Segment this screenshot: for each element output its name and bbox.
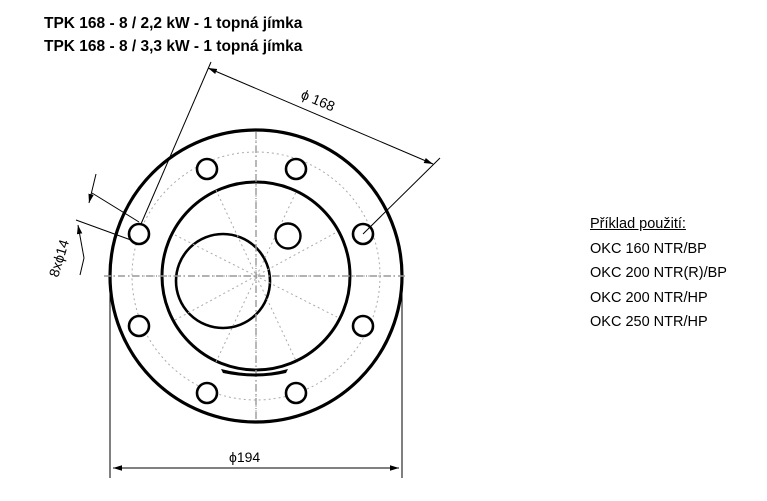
- bolt-hole: [284, 381, 308, 405]
- hole-dimension-label: 8xϕ14: [46, 237, 73, 278]
- hole-dimension: [75, 173, 140, 276]
- center-lines: [104, 132, 408, 420]
- heating-pocket-circle: [174, 232, 272, 330]
- usage-item: OKC 160 NTR/BP: [590, 240, 707, 257]
- usage-item: OKC 250 NTR/HP: [590, 314, 708, 330]
- outer-diameter-dimension-label: ϕ194: [229, 449, 260, 465]
- outer-diameter-dimension: [109, 290, 403, 478]
- usage-item: OKC 200 NTR/HP: [590, 289, 708, 306]
- bolt-hole: [195, 157, 219, 181]
- bolt-circle-dimension: [140, 61, 441, 235]
- sensor-hole: [274, 222, 302, 250]
- bolt-hole: [351, 314, 375, 338]
- bolt-circle-dimension-label: ϕ 168: [299, 86, 338, 115]
- usage-heading: Příklad použití:: [590, 216, 686, 232]
- title-line-1: TPK 168 - 8 / 2,2 kW - 1 topná jímka: [44, 15, 303, 32]
- bolt-hole: [127, 222, 151, 246]
- bottom-chord: [221, 369, 288, 377]
- usage-list: Příklad použití: OKC 160 NTR/BP OKC 200 …: [590, 212, 727, 335]
- bolt-hole: [195, 381, 219, 405]
- title-line-2: TPK 168 - 8 / 3,3 kW - 1 topná jímka: [44, 38, 303, 55]
- bolt-hole: [284, 157, 308, 181]
- bolt-hole: [127, 314, 151, 338]
- bolt-holes: [127, 157, 375, 405]
- usage-item: OKC 200 NTR(R)/BP: [590, 265, 727, 281]
